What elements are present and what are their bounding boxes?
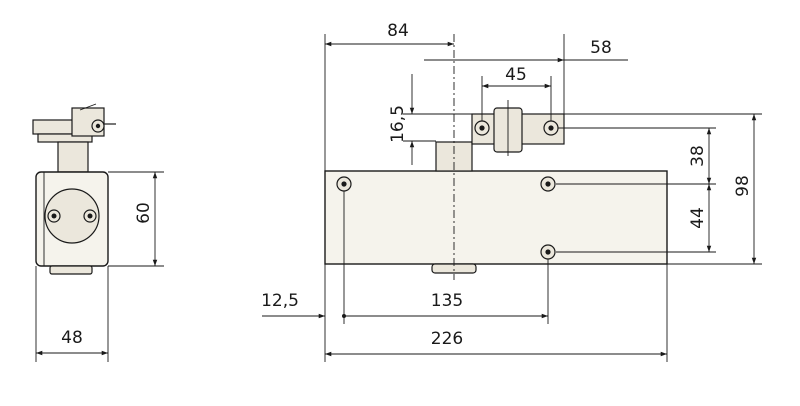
dimension-16-5: 16,5	[388, 74, 472, 165]
dimension-label-44: 44	[688, 207, 708, 229]
dimension-98: 98	[564, 113, 762, 265]
dimension-38: 38	[556, 127, 716, 185]
dimension-label-98: 98	[733, 175, 753, 197]
closer-body	[324, 170, 668, 265]
body-screw-left	[336, 176, 352, 192]
dimension-label-58: 58	[590, 38, 612, 58]
dimension-label-84: 84	[387, 21, 409, 41]
dimension-48: 48	[35, 266, 109, 362]
dimension-label-16-5: 16,5	[388, 105, 408, 143]
side-bottom-pinion	[49, 265, 93, 275]
dimension-label-135: 135	[431, 291, 463, 311]
dimension-12-5: 12,5	[261, 191, 346, 324]
dimension-60: 60	[108, 171, 164, 267]
dimension-226: 226	[324, 264, 668, 362]
side-shaft	[57, 141, 89, 173]
side-view: 60 48	[32, 103, 164, 362]
mounting-bracket	[471, 100, 565, 156]
dimension-label-12-5: 12,5	[261, 291, 299, 311]
side-arm-bracket	[32, 103, 116, 143]
dimension-84: 84	[324, 21, 454, 171]
front-view: 84 58 45 16,5	[261, 21, 762, 362]
dimension-label-38: 38	[688, 145, 708, 167]
dimension-45: 45	[481, 65, 552, 121]
dimension-58: 58	[424, 34, 628, 114]
dimension-label-226: 226	[431, 329, 463, 349]
dimension-135: 135	[344, 259, 549, 324]
dimension-label-60: 60	[134, 202, 154, 224]
dimension-label-45: 45	[505, 65, 527, 85]
body-screw-right-top	[540, 176, 556, 192]
side-face-circle	[44, 188, 100, 244]
body-screw-right-bottom	[540, 244, 556, 260]
dimension-label-48: 48	[61, 328, 83, 348]
dimension-44: 44	[556, 184, 716, 253]
